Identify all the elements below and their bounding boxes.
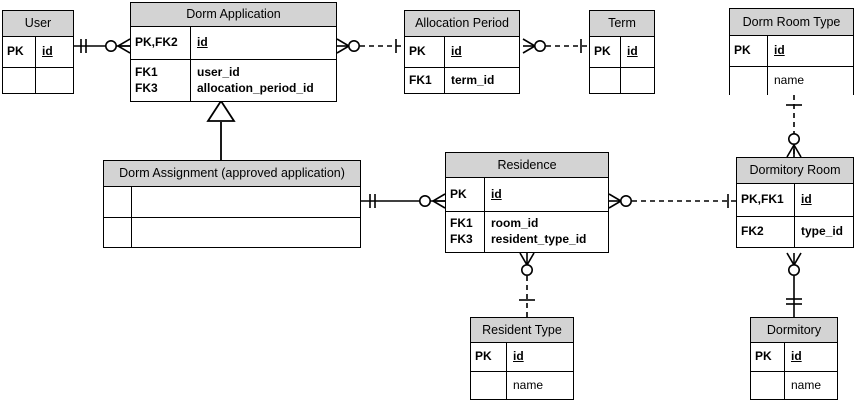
table-row: PK id — [590, 37, 654, 68]
entity-allocation-period-row0-key: PK — [405, 37, 445, 67]
relationship-generalization-dorm-assignment — [206, 99, 236, 160]
entity-term-row1-attr — [621, 68, 654, 93]
entity-allocation-period[interactable]: Allocation Period PK id FK1 term_id — [404, 10, 520, 94]
entity-dorm-application-title: Dorm Application — [131, 3, 336, 27]
table-row: PK id — [471, 343, 573, 372]
entity-dormitory-row1-key — [751, 372, 785, 399]
table-row: name — [471, 372, 573, 399]
entity-term[interactable]: Term PK id — [589, 10, 655, 94]
entity-term-title: Term — [590, 11, 654, 37]
table-row: PK id — [751, 343, 837, 372]
relationship-dorm-application-allocation-period — [336, 38, 404, 54]
table-row: PK id — [405, 37, 519, 68]
relationship-residence-resident-type — [519, 252, 535, 317]
entity-dormitory-room-title: Dormitory Room — [737, 158, 853, 184]
table-row: PK id — [446, 178, 608, 212]
entity-dorm-room-type[interactable]: Dorm Room Type PK id name — [729, 8, 854, 95]
entity-residence-row0-key: PK — [446, 178, 485, 211]
table-row: FK2 type_id — [737, 217, 853, 247]
entity-dormitory-room-row0-key: PK,FK1 — [737, 184, 795, 216]
table-row: FK1 term_id — [405, 68, 519, 93]
entity-dormitory-room-row1-attr: type_id — [801, 224, 844, 239]
relationship-dorm-assignment-residence — [361, 193, 446, 209]
entity-user-row1-attr — [36, 68, 73, 93]
entity-dorm-assignment[interactable]: Dorm Assignment (approved application) — [103, 160, 361, 248]
entity-dorm-assignment-row0-key — [104, 187, 132, 217]
table-row — [104, 218, 360, 247]
entity-dormitory[interactable]: Dormitory PK id name — [750, 317, 838, 400]
table-row: name — [751, 372, 837, 399]
entity-dorm-assignment-row1-attr — [132, 218, 360, 247]
entity-allocation-period-row1-attr: term_id — [451, 72, 495, 87]
entity-dorm-room-type-row1-key — [730, 67, 768, 95]
entity-allocation-period-row0-attr: id — [451, 44, 462, 59]
relationship-user-dorm-application — [74, 38, 131, 54]
entity-allocation-period-row1-key: FK1 — [405, 68, 445, 93]
entity-term-row0-attr: id — [627, 44, 638, 59]
entity-resident-type-title: Resident Type — [471, 318, 573, 343]
entity-term-row0-key: PK — [590, 37, 621, 67]
entity-dormitory-room-row0-attr: id — [801, 192, 812, 207]
table-row: PK id — [730, 36, 853, 67]
entity-dorm-room-type-title: Dorm Room Type — [730, 9, 853, 36]
table-row: PK,FK2 id — [131, 27, 336, 60]
entity-user-row0-attr: id — [42, 44, 53, 59]
entity-dorm-room-type-row1-attr: name — [774, 73, 805, 88]
entity-dorm-application-row0-attr: id — [197, 35, 208, 50]
entity-residence-row0-attr: id — [491, 186, 502, 201]
relationship-allocation-period-term — [522, 38, 589, 54]
table-row — [104, 187, 360, 218]
entity-dormitory-row0-key: PK — [751, 343, 785, 371]
table-row: name — [730, 67, 853, 95]
relationship-dorm-room-type-dormitory-room — [786, 95, 802, 158]
entity-user-row0-key: PK — [3, 37, 36, 67]
relationship-dormitory-room-dormitory — [786, 252, 802, 317]
entity-term-row1-key — [590, 68, 621, 93]
entity-residence-title: Residence — [446, 153, 608, 178]
table-row — [590, 68, 654, 93]
entity-user-row1-key — [3, 68, 36, 93]
entity-resident-type-row0-attr: id — [513, 349, 524, 364]
entity-dormitory-room-row1-key: FK2 — [737, 217, 795, 247]
table-row: PK id — [3, 37, 73, 68]
entity-allocation-period-title: Allocation Period — [405, 11, 519, 37]
entity-dorm-assignment-row1-key — [104, 218, 132, 247]
entity-user[interactable]: User PK id — [2, 10, 74, 94]
table-row — [3, 68, 73, 93]
entity-dormitory-title: Dormitory — [751, 318, 837, 343]
table-row: PK,FK1 id — [737, 184, 853, 217]
relationship-residence-dormitory-room — [608, 193, 736, 209]
entity-dorm-application-row0-key: PK,FK2 — [131, 27, 191, 59]
entity-resident-type[interactable]: Resident Type PK id name — [470, 317, 574, 400]
entity-dormitory-room[interactable]: Dormitory Room PK,FK1 id FK2 type_id — [736, 157, 854, 248]
entity-dormitory-row0-attr: id — [791, 349, 802, 364]
entity-user-title: User — [3, 11, 73, 37]
entity-resident-type-row0-key: PK — [471, 343, 507, 371]
entity-resident-type-row1-key — [471, 372, 507, 399]
entity-dorm-assignment-row0-attr — [132, 187, 360, 217]
entity-dormitory-row1-attr: name — [791, 377, 822, 392]
entity-dorm-room-type-row0-key: PK — [730, 36, 768, 66]
entity-dorm-assignment-title: Dorm Assignment (approved application) — [104, 161, 360, 187]
entity-dorm-room-type-row0-attr: id — [774, 43, 785, 58]
entity-resident-type-row1-attr: name — [513, 377, 544, 392]
